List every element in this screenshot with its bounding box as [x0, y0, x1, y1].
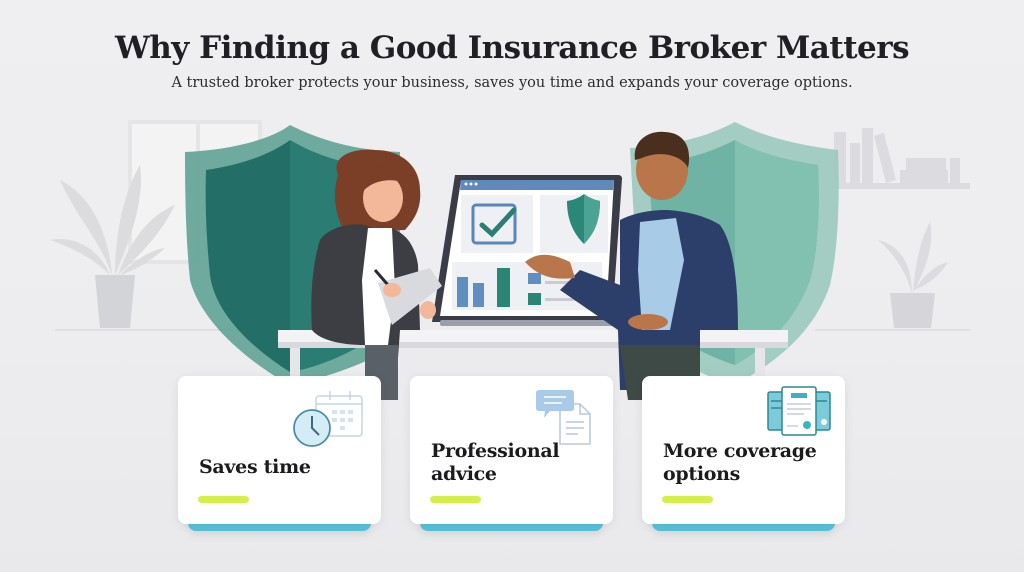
chat-document-icon [536, 390, 591, 445]
card-label-saves-time: Saves time [199, 456, 311, 478]
small-plant-icon [878, 222, 948, 328]
desk [278, 330, 788, 378]
plant-icon [50, 165, 175, 328]
man-figure [525, 131, 738, 400]
bookshelf-icon [834, 128, 970, 189]
woman-figure [311, 149, 442, 400]
card-more-coverage-options[interactable]: More coverage options [642, 376, 845, 524]
card-accent-bar [430, 496, 481, 503]
card-professional-advice[interactable]: Professional advice [410, 376, 613, 524]
card-saves-time[interactable]: Saves time [178, 376, 381, 524]
policy-documents-icon [767, 386, 831, 436]
card-label-more-coverage: More coverage options [663, 440, 817, 485]
card-accent-bar [662, 496, 713, 503]
page-title: Why Finding a Good Insurance Broker Matt… [114, 30, 910, 66]
card-accent-bar [198, 496, 249, 503]
page-subtitle: A trusted broker protects your business,… [171, 75, 853, 91]
card-label-professional-advice: Professional advice [431, 440, 560, 485]
clock-calendar-icon [293, 391, 363, 447]
